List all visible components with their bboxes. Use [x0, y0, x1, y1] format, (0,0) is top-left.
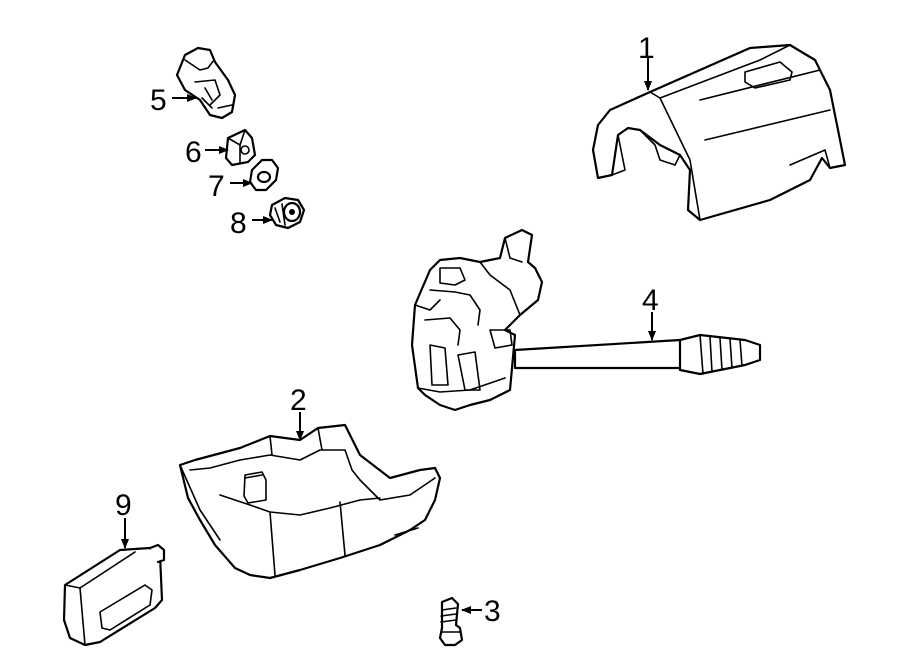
callout-9: 9 [115, 489, 132, 522]
callout-6: 6 [185, 136, 202, 169]
callout-2: 2 [290, 384, 307, 417]
part-2-lower-cover[interactable] [178, 423, 442, 580]
part-9-bezel[interactable] [62, 543, 166, 647]
callout-4: 4 [642, 284, 659, 317]
part-1-upper-cover[interactable] [591, 43, 847, 222]
part-5-lock-cylinder[interactable] [175, 46, 237, 120]
part-7-washer[interactable] [248, 158, 280, 192]
part-4-combination-switch[interactable] [410, 228, 762, 412]
callout-1: 1 [638, 32, 655, 65]
callout-3: 3 [484, 595, 501, 628]
part-3-screw[interactable] [438, 596, 464, 647]
part-6-clip[interactable] [224, 128, 257, 167]
callout-5: 5 [150, 84, 167, 117]
part-8-nut[interactable] [268, 196, 306, 230]
callout-7: 7 [208, 170, 225, 203]
callout-8: 8 [230, 207, 247, 240]
